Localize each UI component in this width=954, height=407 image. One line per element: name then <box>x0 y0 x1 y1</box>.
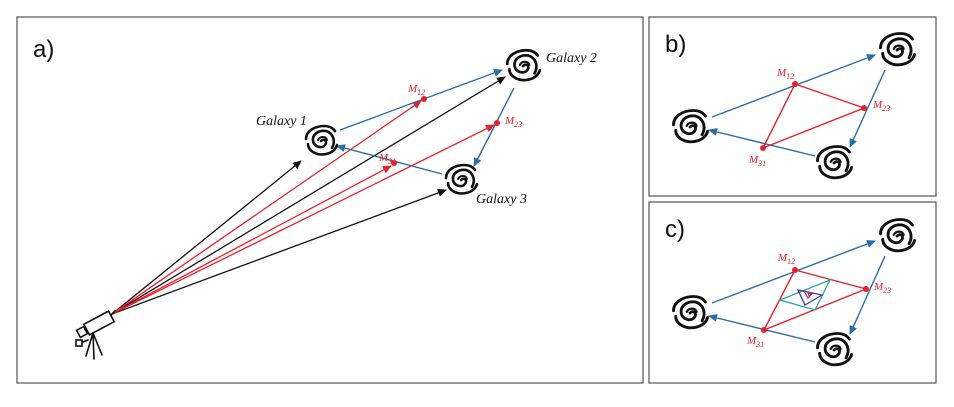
panel-b-frame <box>648 16 937 197</box>
inner-triangle-4 <box>807 292 812 297</box>
midpoint-m23-dot <box>494 120 500 126</box>
midpoint-triangle <box>761 83 867 150</box>
midpoint-m23-label: M23 <box>873 281 891 295</box>
sight-lines <box>111 76 506 315</box>
midpoint-m31-dot <box>391 160 397 166</box>
midpoint-m12-label: M12 <box>777 252 795 266</box>
midpoint-m12-dot <box>792 267 798 273</box>
panel-a-label: a) <box>33 36 54 63</box>
link-g2-g3 <box>849 69 886 148</box>
panel-a: a) M12 M23 M31 Gala <box>16 16 644 384</box>
sight-line-m12 <box>111 100 422 315</box>
panel-b: b) M12 M23 M31 <box>648 16 937 197</box>
midpoint-m12-label: M12 <box>407 83 425 97</box>
telescope-icon <box>75 310 116 360</box>
galaxy-1-label: Galaxy 1 <box>256 114 307 129</box>
link-g3-g1 <box>336 144 443 175</box>
link-g2-g3 <box>849 255 886 335</box>
midpoint-m23-label: M23 <box>504 115 522 129</box>
midpoint-m31-label: M31 <box>746 335 764 349</box>
midpoint-m23-label: M23 <box>872 99 890 113</box>
midpoint-m12-dot <box>421 96 427 102</box>
midpoint-sight-lines <box>111 100 495 315</box>
sight-line-galaxy-2 <box>111 76 506 315</box>
midpoint-m23-dot <box>861 105 867 111</box>
sight-line-m23 <box>111 124 495 315</box>
midpoint-m31-dot <box>761 327 767 333</box>
link-g2-g3 <box>473 87 515 167</box>
midpoint-m31-label: M31 <box>378 152 396 166</box>
link-g3-g1 <box>708 128 816 157</box>
panel-a-frame <box>16 16 644 384</box>
galaxy-2-label: Galaxy 2 <box>546 51 597 66</box>
sight-line-galaxy-1 <box>111 160 302 315</box>
inner-triangle-3 <box>802 290 815 299</box>
galaxy-3-label: Galaxy 3 <box>476 192 527 207</box>
midpoint-m31-label: M31 <box>748 154 766 168</box>
sight-line-galaxy-3 <box>111 189 447 315</box>
panel-c: c) M12 M23 M31 <box>648 201 937 384</box>
galaxy-links <box>336 69 515 175</box>
link-g1-g2 <box>339 69 503 131</box>
midpoint-m12-label: M12 <box>776 67 794 81</box>
sight-line-m31 <box>111 165 392 315</box>
midpoint-m31-dot <box>760 145 766 151</box>
midpoint-m12-dot <box>792 81 798 87</box>
panel-b-label: b) <box>665 31 686 58</box>
panel-c-frame <box>648 201 937 384</box>
midpoint-m23-dot <box>863 286 869 292</box>
panel-c-label: c) <box>665 216 685 243</box>
